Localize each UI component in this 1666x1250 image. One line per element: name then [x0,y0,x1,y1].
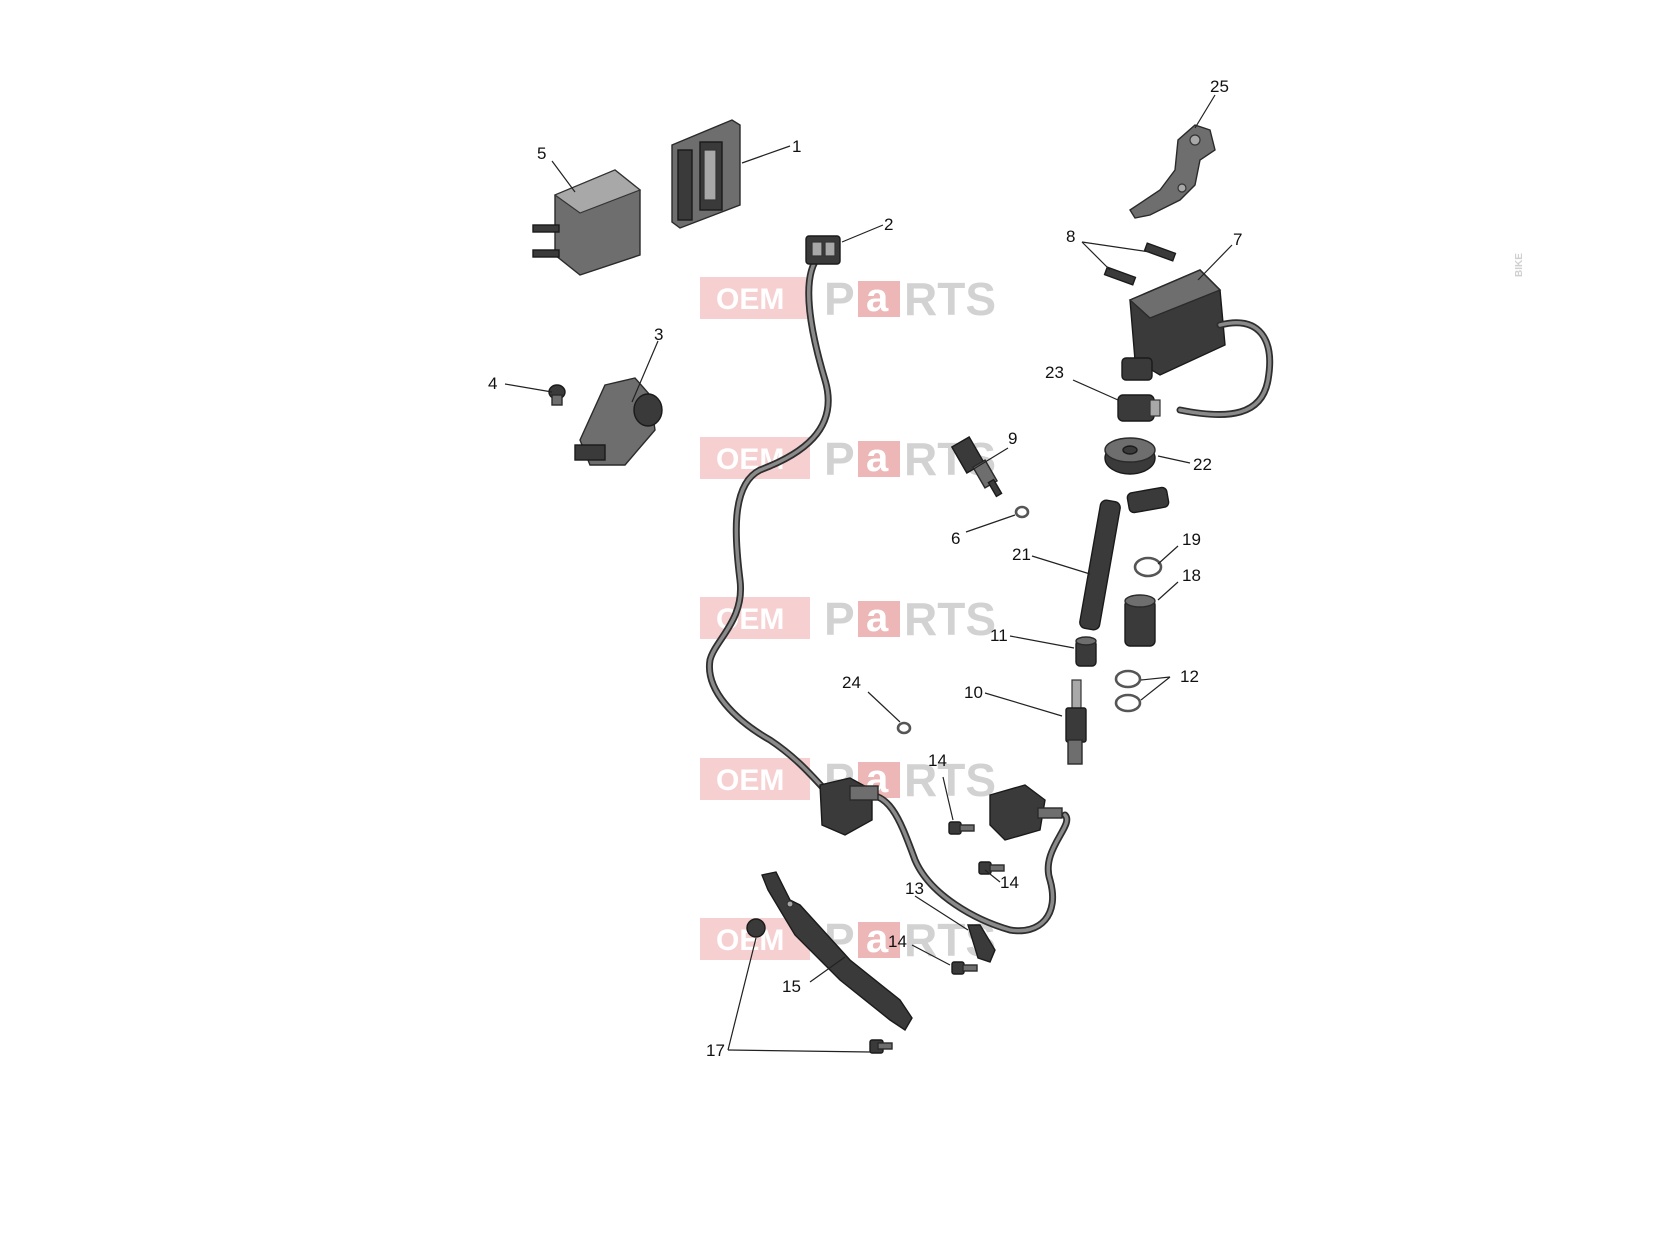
watermark-a-text: a [866,917,889,961]
callout-21: 21 [1012,545,1031,564]
watermark-a-text: a [866,596,889,640]
callout-22: 22 [1193,455,1212,474]
watermark-3: OEM P a RTS [700,593,996,645]
callout-18: 18 [1182,566,1201,585]
callout-14b: 14 [1000,873,1019,892]
part-11-seal[interactable] [1075,636,1097,667]
harness-right-sensor[interactable] [989,784,1063,841]
callout-12: 12 [1180,667,1199,686]
part-3-sensor[interactable] [574,377,663,466]
part-13-clip[interactable] [967,924,996,963]
part-18-sleeve[interactable] [1124,594,1156,647]
watermark-rts-text: RTS [904,754,996,806]
callout-11: 11 [990,626,1008,645]
watermark-1: OEM BIKE P a RTS [700,253,1525,325]
part-12-washers[interactable] [1114,669,1142,713]
callout-14a: 14 [928,751,947,770]
part-24-o-ring[interactable] [896,721,912,735]
watermark-p-text: P [824,273,855,325]
watermark-rts-text: RTS [904,273,996,325]
part-14-bolt-c[interactable] [951,961,978,975]
part-2-connector[interactable] [805,235,841,265]
callout-24: 24 [842,673,861,692]
part-7-ignition-coil[interactable] [1121,269,1274,419]
part-17-bolt-b[interactable] [869,1039,893,1054]
part-14-bolt-a[interactable] [948,821,975,835]
callout-10: 10 [964,683,983,702]
part-19-washer[interactable] [1133,556,1163,578]
callout-3: 3 [654,325,663,344]
watermark-oem-text: OEM [716,443,784,476]
callout-17: 17 [706,1041,725,1060]
part-23-cap[interactable] [1117,394,1161,422]
callout-4: 4 [488,374,497,393]
callout-8: 8 [1066,227,1075,246]
harness-sensor[interactable] [819,777,879,836]
watermark-p-text: P [824,593,855,645]
watermark-oem-text: OEM [716,283,784,316]
part-17-bolt-a[interactable] [746,918,766,938]
callout-25: 25 [1210,77,1229,96]
part-21-plug-boot[interactable] [1079,486,1170,631]
callout-7: 7 [1233,230,1242,249]
watermark-rts-text: RTS [904,593,996,645]
part-25-bracket[interactable] [1129,124,1216,219]
callout-14c: 14 [888,932,907,951]
part-22-grommet[interactable] [1104,437,1156,475]
callout-1: 1 [792,137,801,156]
leader-lines [504,94,1233,1053]
callout-2: 2 [884,215,893,234]
callout-9: 9 [1008,429,1017,448]
watermark-a-text: a [866,436,889,480]
callout-5: 5 [537,144,546,163]
part-8-bolts[interactable] [1103,242,1177,286]
part-1-ecu[interactable] [671,119,741,229]
callout-19: 19 [1182,530,1201,549]
wiring-harness [705,251,1071,935]
callout-13: 13 [905,879,924,898]
part-6-o-ring[interactable] [1014,505,1030,519]
callout-23: 23 [1045,363,1064,382]
part-15-bracket[interactable] [761,871,913,1031]
watermark-oem-text: OEM [716,764,784,797]
watermark-p-text: P [824,433,855,485]
part-5-module[interactable] [532,169,642,276]
callout-6: 6 [951,529,960,548]
part-4-screw[interactable] [548,384,566,406]
part-10-spark-plug[interactable] [1065,679,1087,765]
watermark-2: OEM P a RTS [700,433,996,485]
watermark-a-text: a [866,276,889,320]
callout-15: 15 [782,977,801,996]
callout-labels: 1 2 3 4 5 6 7 8 9 10 11 12 13 14 14 14 1… [488,77,1242,1060]
watermark-bike-text: BIKE [1514,253,1525,277]
part-14-bolt-b[interactable] [978,861,1005,875]
